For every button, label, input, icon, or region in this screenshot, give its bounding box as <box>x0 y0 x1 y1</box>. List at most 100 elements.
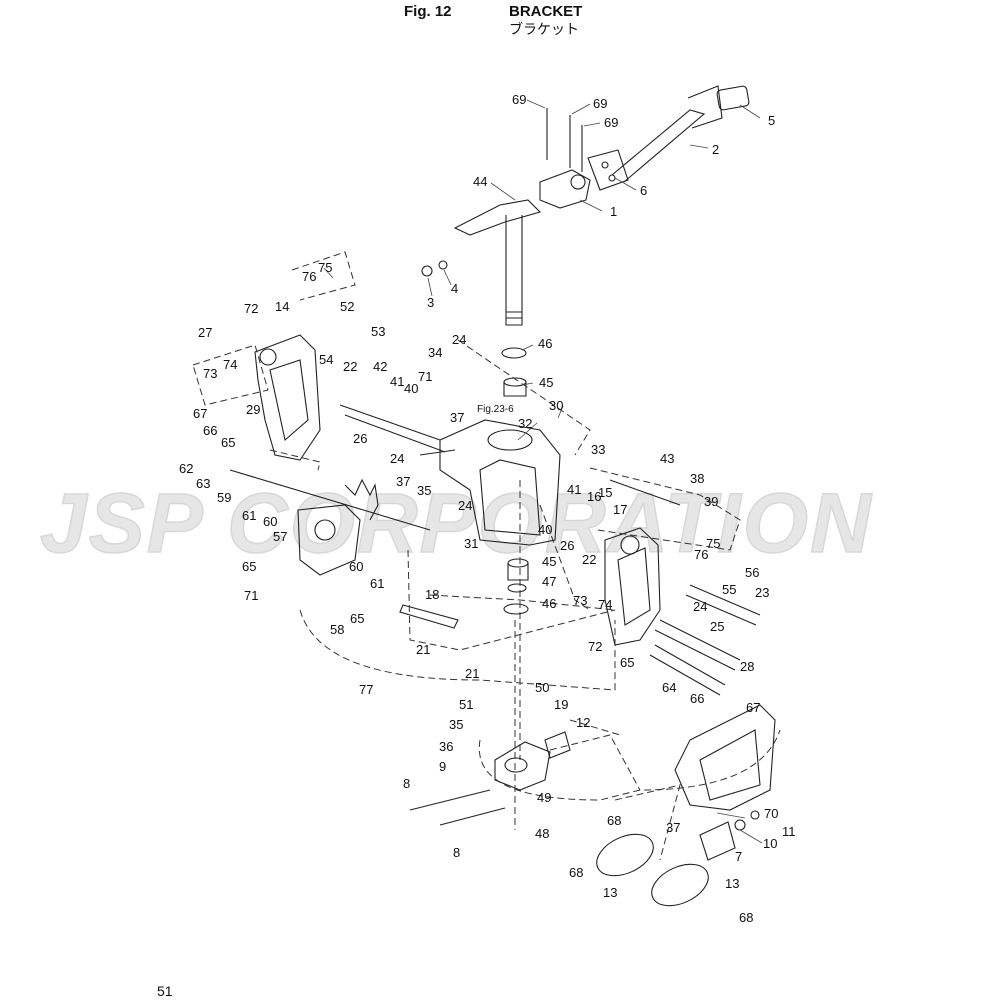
steering-plate <box>587 149 629 191</box>
mount-plate-13b <box>651 863 709 907</box>
part-number-label: 68 <box>739 910 754 925</box>
part-number-label: 76 <box>302 269 317 284</box>
part-number-label: 45 <box>539 375 554 390</box>
part-number-label: 45 <box>542 554 557 569</box>
part-number-label: 74 <box>223 357 238 372</box>
part-number-label: 66 <box>203 423 218 438</box>
part-number-label: 33 <box>591 442 606 457</box>
part-number-label: 30 <box>549 398 564 413</box>
bushing-45-top <box>503 382 527 397</box>
part-number-label: 77 <box>359 682 374 697</box>
part-number-label: 62 <box>179 461 194 476</box>
part-number-label: 74 <box>598 597 613 612</box>
part-outlines <box>229 85 776 907</box>
part-number-label: 73 <box>203 366 218 381</box>
leader-lines <box>323 99 763 844</box>
part-number-label: 42 <box>373 359 388 374</box>
part-number-label: 71 <box>418 369 433 384</box>
part-number-label: 12 <box>576 715 591 730</box>
part-number-label: 19 <box>554 697 569 712</box>
tiller-arm <box>453 199 542 236</box>
part-number-label: 75 <box>318 260 333 275</box>
part-number-label: 11 <box>782 824 796 839</box>
part-number-label: 70 <box>764 806 779 821</box>
part-number-label: 13 <box>603 885 618 900</box>
part-number-label: 61 <box>370 576 385 591</box>
part-number-label: 13 <box>725 876 740 891</box>
part-number-label: 69 <box>593 96 608 111</box>
bolt-8a <box>409 789 491 811</box>
part-number-label: 5 <box>768 113 776 128</box>
part-number-label: 8 <box>453 845 461 860</box>
page-number: 51 <box>157 983 173 999</box>
part-number-label: 73 <box>573 593 588 608</box>
part-number-label: 31 <box>464 536 479 551</box>
part-number-label: 67 <box>193 406 208 421</box>
tie-bar <box>611 109 706 183</box>
part-number-label: 67 <box>746 700 761 715</box>
part-number-label: 63 <box>196 476 211 491</box>
part-number-label: 24 <box>693 599 708 614</box>
part-number-label: 52 <box>340 299 355 314</box>
part-number-label: 27 <box>198 325 213 340</box>
shaft-28 <box>654 619 741 671</box>
part-number-label: 68 <box>569 865 584 880</box>
part-number-label: 37 <box>450 410 465 425</box>
watermark: JSP CORPORATION <box>40 476 873 570</box>
part-number-label: 24 <box>390 451 405 466</box>
part-number-label: 22 <box>343 359 358 374</box>
bolt-8b <box>439 807 506 826</box>
part-number-label: 29 <box>246 402 261 417</box>
part-number-label: 46 <box>542 596 557 611</box>
part-number-label: 21 <box>465 666 480 681</box>
pin-38 <box>609 479 681 506</box>
part-number-label: 32 <box>518 416 533 431</box>
part-number-label: 9 <box>439 759 447 774</box>
part-number-label: 64 <box>662 680 677 695</box>
part-number-label: 28 <box>740 659 755 674</box>
part-number-label: 23 <box>755 585 770 600</box>
figure-number: Fig. 12 <box>404 3 452 20</box>
part-number-label: 21 <box>416 642 431 657</box>
part-number-label: 66 <box>690 691 705 706</box>
mount-plate-13a <box>596 833 654 877</box>
part-number-label: 65 <box>620 655 635 670</box>
part-number-label: 60 <box>349 559 364 574</box>
part-number-label: 22 <box>582 552 597 567</box>
part-number-label: 18 <box>425 587 440 602</box>
part-number-label: 76 <box>694 547 709 562</box>
part-number-label: 65 <box>242 559 257 574</box>
part-number-label: 49 <box>537 790 552 805</box>
part-number-label: 15 <box>598 485 613 500</box>
part-number-label: 60 <box>263 514 278 529</box>
part-number-label: 41 <box>390 374 405 389</box>
part-number-label: 41 <box>567 482 582 497</box>
lever-18 <box>399 604 459 629</box>
steering-shaft <box>505 215 523 326</box>
fig-reference-label: Fig.23-6 <box>477 404 514 415</box>
part-number-label: 44 <box>473 174 488 189</box>
end-plate <box>716 85 750 111</box>
part-number-label: 24 <box>452 332 467 347</box>
part-number-label: 38 <box>690 471 705 486</box>
part-number-label: 17 <box>613 502 628 517</box>
part-number-label: 35 <box>417 483 432 498</box>
part-number-label: 69 <box>512 92 527 107</box>
part-number-label: 51 <box>459 697 474 712</box>
part-number-label: 10 <box>763 836 778 851</box>
part-number-label: 69 <box>604 115 619 130</box>
cylinder-block-12 <box>544 731 571 759</box>
part-number-label: 48 <box>535 826 550 841</box>
part-number-label: 61 <box>242 508 257 523</box>
through-tube <box>229 469 431 531</box>
part-number-label: 58 <box>330 622 345 637</box>
part-number-label: 24 <box>458 498 473 513</box>
part-number-label: 75 <box>706 536 721 551</box>
part-number-label: 65 <box>221 435 236 450</box>
part-number-label: 6 <box>640 183 648 198</box>
hose-wire <box>344 478 379 521</box>
part-number-label: 72 <box>588 639 603 654</box>
part-number-label: 55 <box>722 582 737 597</box>
shaft-23 <box>685 584 761 626</box>
